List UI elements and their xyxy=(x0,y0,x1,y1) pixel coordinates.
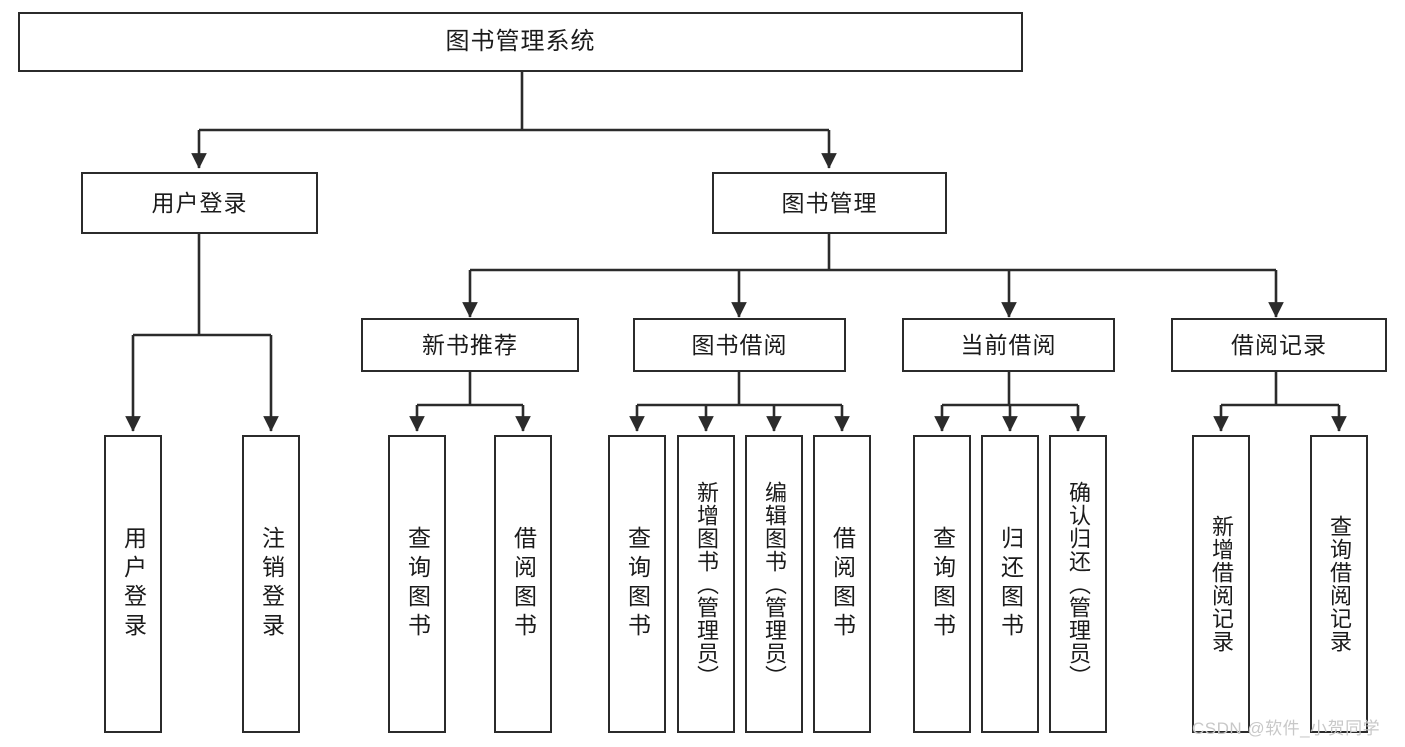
node-label: 借阅图书 xyxy=(510,526,537,642)
node-leaf-return-books[interactable]: 归还图书 xyxy=(981,435,1039,733)
node-current-borrowing[interactable]: 当前借阅 xyxy=(902,318,1115,372)
node-new-book-recommendation[interactable]: 新书推荐 xyxy=(361,318,579,372)
node-label: 查询图书 xyxy=(929,526,956,642)
node-label: 新增图书（管理员） xyxy=(694,480,719,688)
node-leaf-edit-book-admin[interactable]: 编辑图书（管理员） xyxy=(745,435,803,733)
node-leaf-borrow-books-recommend[interactable]: 借阅图书 xyxy=(494,435,552,733)
node-leaf-borrow-books[interactable]: 借阅图书 xyxy=(813,435,871,733)
node-label: 借阅图书 xyxy=(829,526,856,642)
node-book-management[interactable]: 图书管理 xyxy=(712,172,947,234)
node-label: 确认归还（管理员） xyxy=(1066,480,1091,688)
node-leaf-confirm-return-admin[interactable]: 确认归还（管理员） xyxy=(1049,435,1107,733)
watermark-csdn: CSDN @软件_小贺同学 xyxy=(1192,719,1381,738)
node-label: 查询图书 xyxy=(404,526,431,642)
node-label: 图书管理系统 xyxy=(445,28,596,55)
node-user-login[interactable]: 用户登录 xyxy=(81,172,318,234)
node-borrowing-records[interactable]: 借阅记录 xyxy=(1171,318,1387,372)
node-leaf-user-login[interactable]: 用户登录 xyxy=(104,435,162,733)
node-root-book-management-system[interactable]: 图书管理系统 xyxy=(18,12,1023,72)
node-label: 图书借阅 xyxy=(691,331,788,358)
node-label: 当前借阅 xyxy=(960,331,1057,358)
node-label: 用户登录 xyxy=(120,526,147,642)
node-leaf-query-books-current[interactable]: 查询图书 xyxy=(913,435,971,733)
node-label: 查询图书 xyxy=(624,526,651,642)
node-label: 归还图书 xyxy=(997,526,1024,642)
node-label: 用户登录 xyxy=(151,189,248,216)
node-label: 图书管理 xyxy=(781,189,878,216)
node-book-borrowing[interactable]: 图书借阅 xyxy=(633,318,846,372)
node-label: 新增借阅记录 xyxy=(1209,515,1234,653)
node-leaf-add-borrow-record[interactable]: 新增借阅记录 xyxy=(1192,435,1250,733)
node-label: 借阅记录 xyxy=(1231,331,1327,358)
node-leaf-query-books-borrow[interactable]: 查询图书 xyxy=(608,435,666,733)
node-leaf-query-books-recommend[interactable]: 查询图书 xyxy=(388,435,446,733)
node-leaf-query-borrow-record[interactable]: 查询借阅记录 xyxy=(1310,435,1368,733)
node-leaf-add-book-admin[interactable]: 新增图书（管理员） xyxy=(677,435,735,733)
node-label: 新书推荐 xyxy=(422,331,518,358)
node-label: 查询借阅记录 xyxy=(1327,515,1352,653)
node-leaf-logout[interactable]: 注销登录 xyxy=(242,435,300,733)
node-label: 注销登录 xyxy=(258,526,285,642)
node-label: 编辑图书（管理员） xyxy=(762,480,787,688)
